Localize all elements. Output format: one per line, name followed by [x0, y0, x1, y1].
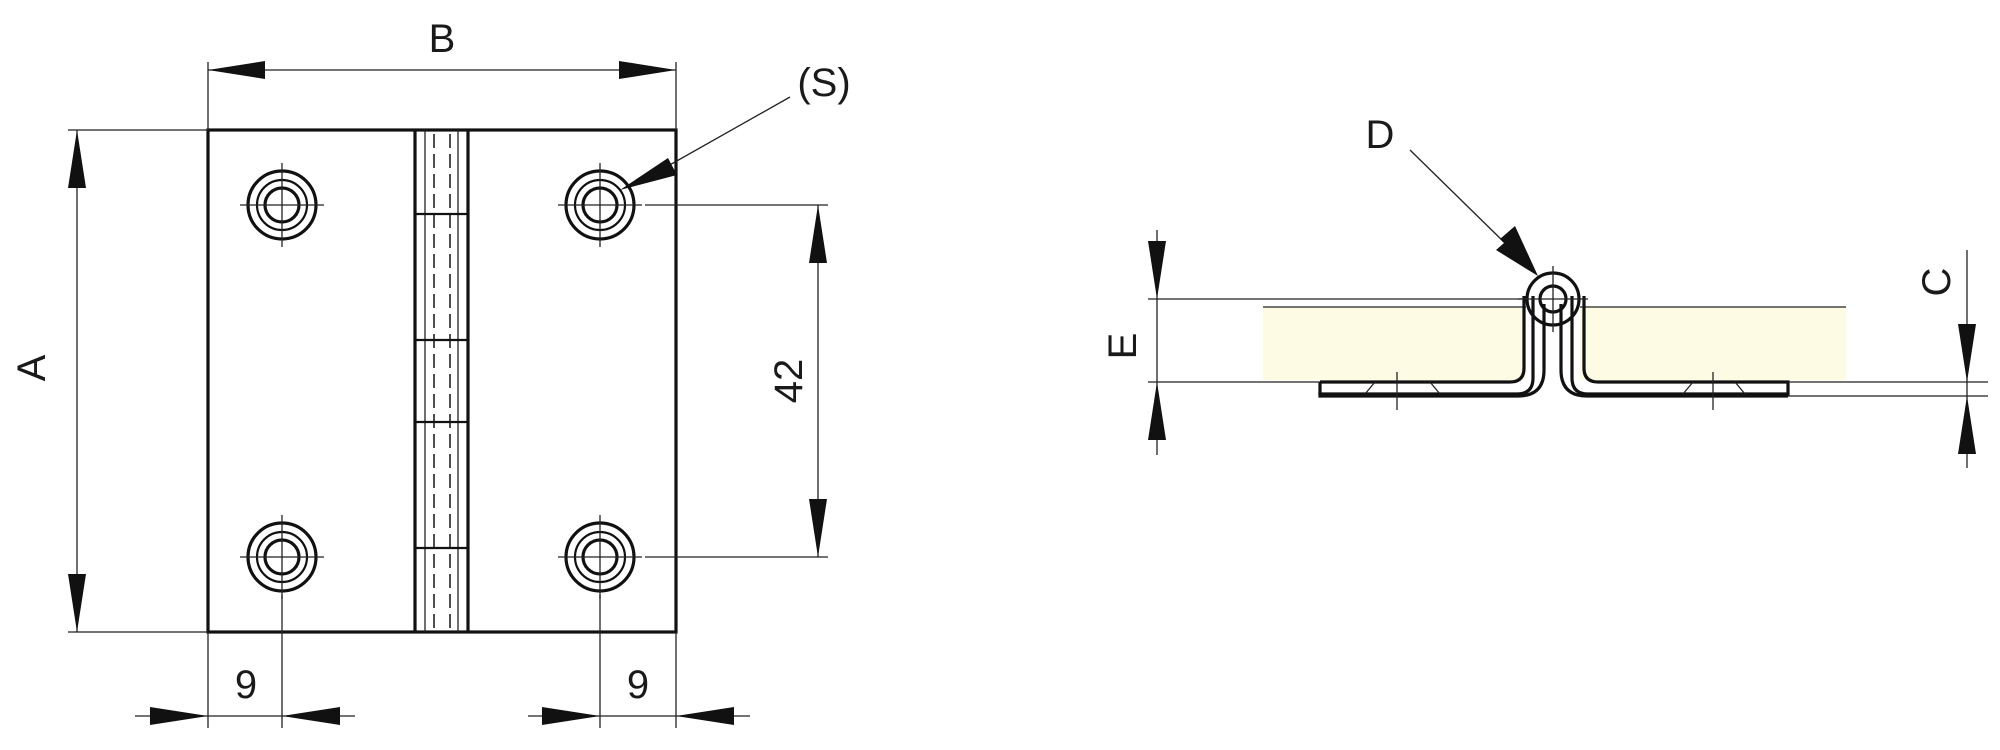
hinge-pin — [1518, 266, 1588, 332]
dimension-c-label: C — [1915, 268, 1959, 297]
dimension-b: B — [207, 17, 677, 130]
dimension-b-label: B — [429, 17, 456, 61]
dimension-9-right-label: 9 — [627, 663, 649, 707]
screw-hole-top-left — [240, 163, 324, 247]
hinge-leaf-right — [1570, 296, 1790, 396]
dimension-42-label: 42 — [767, 359, 811, 404]
callout-s-label: (S) — [797, 61, 850, 105]
callout-d-label: D — [1366, 113, 1395, 157]
door-panel-right — [1580, 307, 1846, 380]
dimension-a: A — [10, 129, 208, 633]
screw-hole-top-right — [558, 163, 642, 247]
dimension-e-label: E — [1101, 333, 1145, 360]
dimension-c: C — [1788, 250, 1988, 468]
hinge-plate-outline — [206, 128, 678, 634]
screw-right — [1682, 372, 1746, 410]
callout-d: D — [1366, 113, 1538, 276]
dimension-9-left: 9 — [135, 595, 355, 728]
dimension-9-right: 9 — [528, 595, 750, 728]
screw-hole-bottom-right — [558, 515, 642, 599]
front-view: B A 42 9 — [10, 17, 851, 728]
dimension-e: E — [1101, 230, 1528, 455]
dimension-9-left-label: 9 — [235, 663, 257, 707]
side-view: D E C — [1101, 113, 1988, 468]
door-panel-left — [1263, 307, 1526, 380]
screw-hole-bottom-left — [240, 515, 324, 599]
dimension-a-label: A — [10, 354, 54, 381]
callout-s: (S) — [620, 61, 851, 190]
dimension-42: 42 — [645, 204, 828, 558]
screw-left — [1364, 372, 1441, 410]
